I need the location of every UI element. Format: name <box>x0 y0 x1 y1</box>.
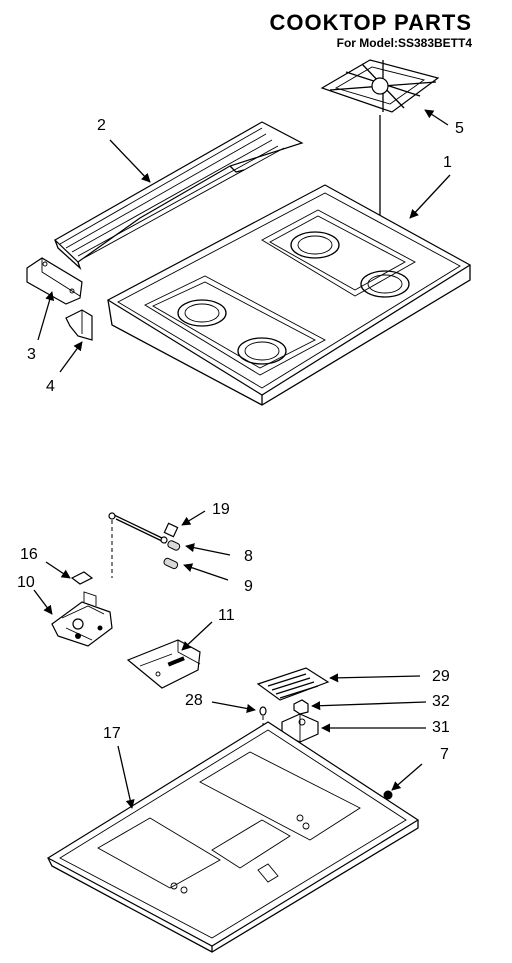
callout-9: 9 <box>244 578 253 595</box>
model-subtitle: For Model:SS383BETT4 <box>336 36 472 50</box>
clip-part-4 <box>65 309 93 341</box>
callout-28: 28 <box>185 692 203 709</box>
callout-2: 2 <box>97 117 106 134</box>
valve-rod-assembly <box>108 512 168 578</box>
part-9-spacer <box>163 557 179 570</box>
page-title: COOKTOP PARTS <box>269 10 472 35</box>
part-7-screw <box>383 790 393 800</box>
burner-grate <box>320 59 440 113</box>
part-19-clip <box>163 522 179 538</box>
bottom-pan-part-17 <box>46 721 420 953</box>
rear-trim <box>54 121 304 271</box>
part-28-screw <box>259 706 267 716</box>
part-11-bracket <box>126 639 201 689</box>
callout-17: 17 <box>103 725 121 742</box>
callout-19: 19 <box>212 501 230 518</box>
callout-7: 7 <box>440 746 449 763</box>
callout-5: 5 <box>455 120 464 137</box>
callout-11: 11 <box>218 607 235 624</box>
leader-arrows <box>33 109 451 809</box>
part-32-clip <box>293 699 309 715</box>
callout-3: 3 <box>27 346 36 363</box>
callout-16: 16 <box>20 546 38 563</box>
callout-31: 31 <box>432 719 450 736</box>
callout-29: 29 <box>432 668 450 685</box>
callout-32: 32 <box>432 693 450 710</box>
callout-8: 8 <box>244 548 253 565</box>
part-16-washer <box>70 571 94 585</box>
part-10-valve-body <box>51 591 113 647</box>
main-cooktop <box>106 184 472 406</box>
bracket-part-3 <box>26 257 83 305</box>
callout-1: 1 <box>443 154 452 171</box>
callout-10: 10 <box>17 574 35 591</box>
part-8-spacer <box>167 540 181 551</box>
callout-4: 4 <box>46 378 55 395</box>
vent-grille-part-29 <box>256 667 330 701</box>
